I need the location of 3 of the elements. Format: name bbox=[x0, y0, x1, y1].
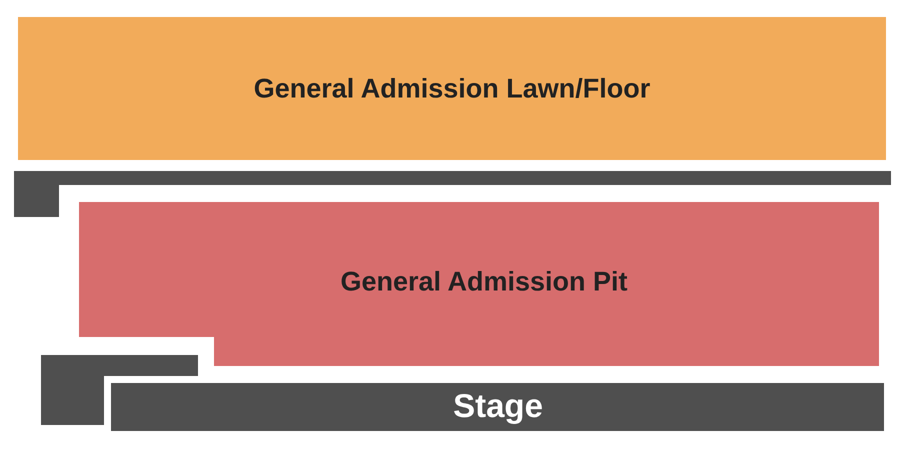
section-label: Stage bbox=[453, 387, 543, 425]
section-label: General Admission Lawn/Floor bbox=[254, 74, 650, 104]
section-label: General Admission Pit bbox=[340, 266, 628, 298]
